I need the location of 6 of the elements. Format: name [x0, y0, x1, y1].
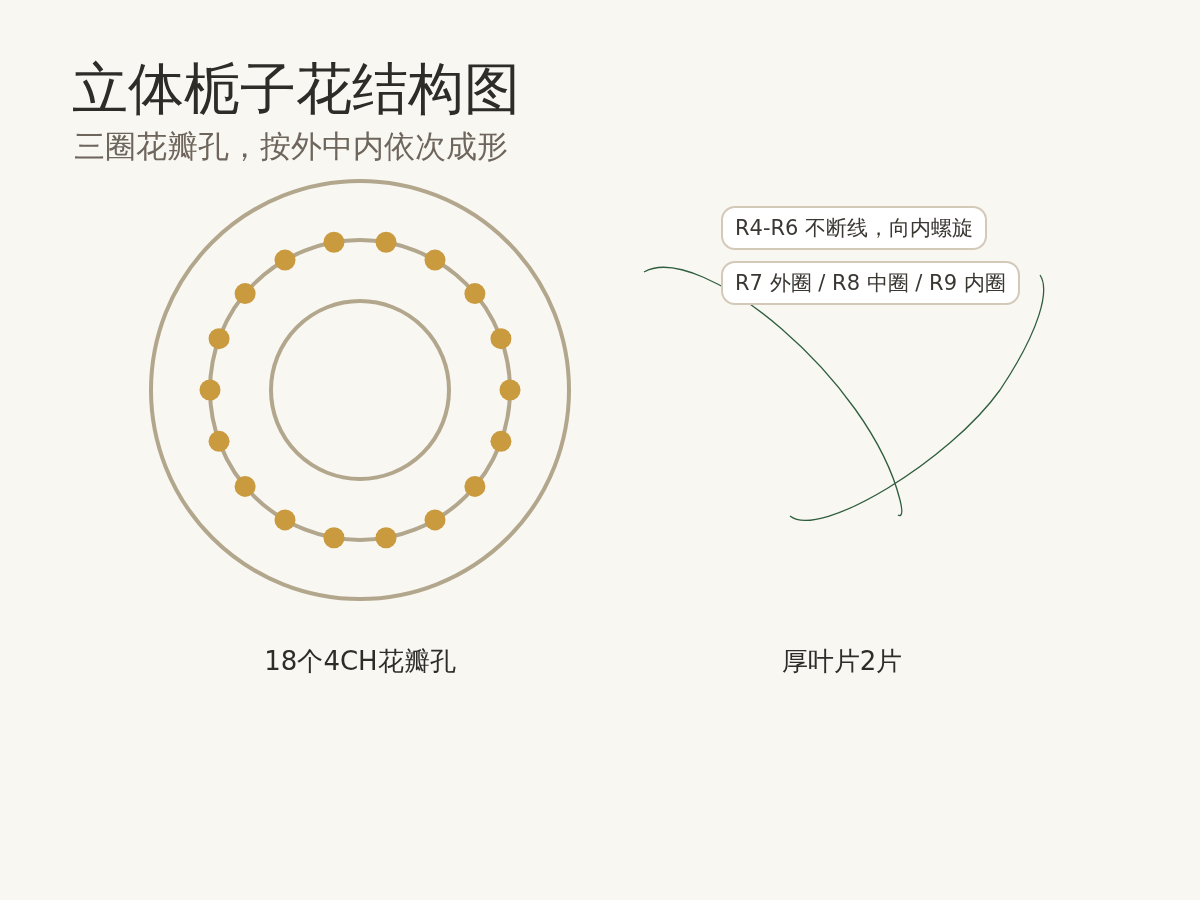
note-label: R7 外圈 / R8 中圈 / R9 内圈	[721, 261, 1020, 305]
title: 立体栀子花结构图	[72, 55, 520, 123]
caption-text: 18个4CH花瓣孔	[264, 645, 456, 678]
note-label: R4-R6 不断线，向内螺旋	[721, 206, 988, 250]
subtitle: 三圈花瓣孔，按外中内依次成形	[74, 127, 508, 166]
caption-text: 厚叶片2片	[781, 645, 903, 678]
